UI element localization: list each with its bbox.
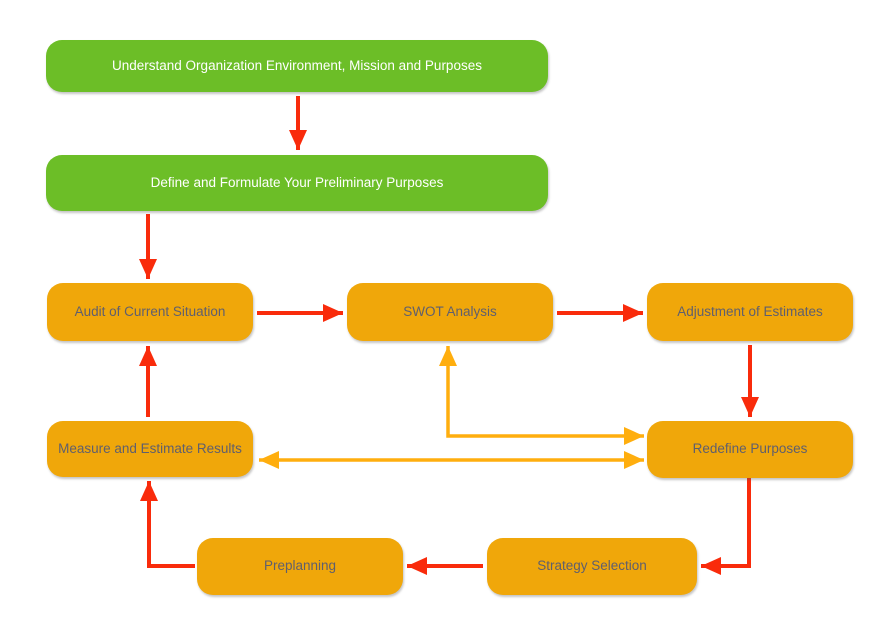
node-label: Adjustment of Estimates [677,303,823,319]
node-label: Preplanning [263,558,337,574]
node-measure-estimate-results: Measure and Estimate Results [47,421,253,477]
node-label: Redefine Purposes [692,441,808,457]
node-label: Understand Organization Environment, Mis… [112,57,482,73]
node-label: Define and Formulate Your Preliminary Pu… [150,174,444,190]
arrow-preplanning-to-measure [140,481,195,568]
node-understand-organization: Understand Organization Environment, Mis… [46,40,548,92]
node-define-preliminary-purposes: Define and Formulate Your Preliminary Pu… [46,155,548,211]
node-preplanning: Preplanning [197,538,403,595]
node-redefine-purposes: Redefine Purposes [647,421,853,478]
arrow-redefine-to-strategy [701,478,751,575]
node-adjustment-of-estimates: Adjustment of Estimates [647,283,853,341]
node-strategy-selection: Strategy Selection [487,538,697,595]
node-audit-current-situation: Audit of Current Situation [47,283,253,341]
node-swot-analysis: SWOT Analysis [347,283,553,341]
arrow-swot-redefine-twoway [439,346,644,445]
node-label: Strategy Selection [537,558,647,574]
node-label: SWOT Analysis [403,303,497,319]
node-label: Audit of Current Situation [74,303,226,319]
node-label: Measure and Estimate Results [58,440,242,456]
